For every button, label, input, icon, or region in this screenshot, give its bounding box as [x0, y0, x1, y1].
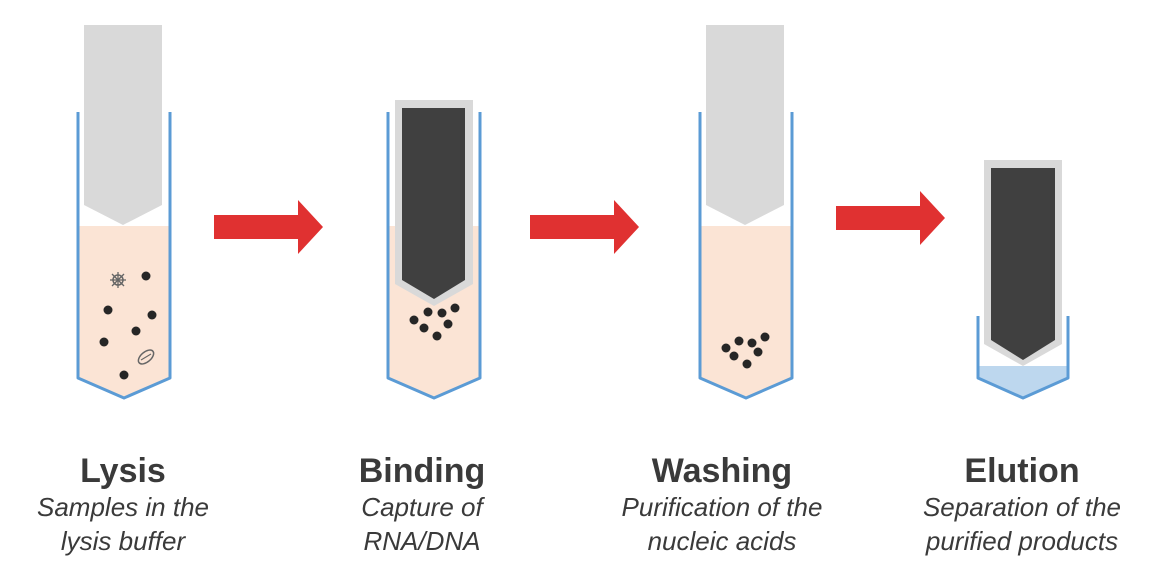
- bead: [443, 319, 453, 329]
- step-desc-lysis: Samples in the lysis buffer: [0, 490, 273, 558]
- desc-line: Separation of the: [922, 492, 1122, 522]
- tube-outline: [76, 112, 172, 400]
- bead: [721, 343, 731, 353]
- desc-line: lysis buffer: [60, 526, 186, 556]
- bead: [729, 351, 739, 361]
- bead: [760, 332, 770, 342]
- bead: [419, 323, 429, 333]
- desc-line: Samples in the: [37, 492, 209, 522]
- step-desc-elution: Separation of the purified products: [872, 490, 1158, 558]
- lysis-buffer: [700, 226, 792, 398]
- desc-line: Purification of the: [621, 492, 823, 522]
- elution-buffer: [978, 366, 1068, 398]
- step-desc-binding: Capture of RNA/DNA: [272, 490, 572, 558]
- tube-outline: [698, 112, 794, 400]
- step-title-washing: Washing: [651, 452, 793, 490]
- bacterium-icon: [137, 349, 155, 365]
- bead: [432, 331, 442, 341]
- bead: [99, 337, 109, 347]
- arrow-right: [530, 200, 639, 254]
- rod-sleeve: [706, 25, 784, 225]
- step-title-binding: Binding: [358, 452, 486, 490]
- tube-outline: [386, 112, 482, 400]
- magnet-rod: [991, 168, 1055, 360]
- bead: [742, 359, 752, 369]
- arrow-right: [214, 200, 323, 254]
- elution-tube: [976, 160, 1070, 400]
- desc-line: RNA/DNA: [363, 526, 481, 556]
- lysis-buffer: [78, 226, 170, 398]
- bead: [734, 336, 744, 346]
- bead: [437, 308, 447, 318]
- bead: [450, 303, 460, 313]
- bead: [131, 326, 141, 336]
- desc-line: nucleic acids: [647, 526, 797, 556]
- bead: [147, 310, 157, 320]
- step-title-elution: Elution: [964, 452, 1080, 490]
- desc-line: Capture of: [361, 492, 483, 522]
- lysis-tube: [76, 25, 172, 400]
- bead: [119, 370, 129, 380]
- desc-line: purified products: [925, 526, 1119, 556]
- bead: [747, 338, 757, 348]
- virus-icon: [110, 272, 126, 288]
- bead: [753, 347, 763, 357]
- bead: [141, 271, 151, 281]
- magnet-rod: [402, 108, 465, 299]
- bead: [103, 305, 113, 315]
- rod-sleeve: [84, 25, 162, 225]
- tube-outline: [976, 316, 1070, 400]
- arrow-right: [836, 191, 945, 245]
- washing-tube: [698, 25, 794, 400]
- bead: [423, 307, 433, 317]
- bead: [409, 315, 419, 325]
- binding-tube: [386, 100, 482, 400]
- step-desc-washing: Purification of the nucleic acids: [572, 490, 872, 558]
- step-title-lysis: Lysis: [80, 452, 166, 490]
